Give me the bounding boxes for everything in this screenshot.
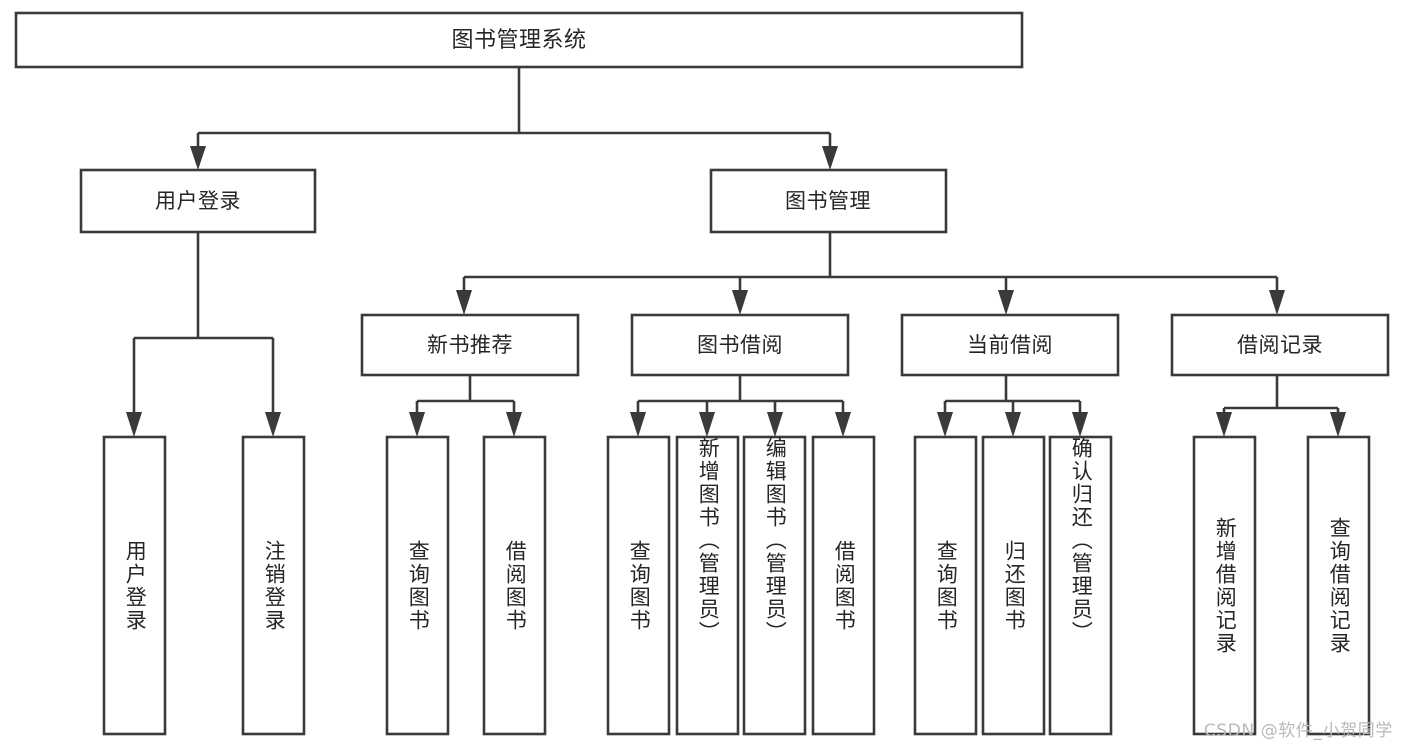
node-current-borrow-label: 当前借阅	[967, 333, 1053, 357]
node-root-box[interactable]	[14, 11, 1024, 69]
node-borrow-record-box[interactable]	[1170, 313, 1390, 377]
leaf-box-confirm-return-admin[interactable]	[1048, 435, 1113, 736]
leaf-box-query-book-newbook[interactable]	[385, 435, 450, 736]
connector-group-new-book	[409, 375, 522, 437]
arrow-head-icon	[998, 290, 1014, 315]
leaf-box-query-book-borrow[interactable]	[606, 435, 671, 736]
arrow-head-icon	[265, 412, 281, 437]
arrow-head-icon	[732, 290, 748, 315]
arrow-head-icon	[1005, 412, 1021, 437]
arrow-head-icon	[1330, 412, 1346, 437]
arrow-head-icon	[767, 412, 783, 437]
leaf-box-borrow-book-newbook[interactable]	[482, 435, 547, 736]
arrow-head-icon	[1072, 412, 1088, 437]
connector-group-user-login	[126, 232, 281, 437]
leaf-node-group	[102, 435, 1371, 736]
arrow-head-icon	[835, 412, 851, 437]
connector-group-borrow-record	[1216, 375, 1346, 437]
arrow-head-icon	[506, 412, 522, 437]
node-book-management-label: 图书管理	[785, 189, 871, 213]
arrow-head-icon	[1216, 412, 1232, 437]
node-book-management[interactable]: 图书管理	[709, 168, 948, 234]
leaf-box-edit-book-admin[interactable]	[742, 435, 807, 736]
node-book-borrow-label: 图书借阅	[697, 333, 783, 357]
node-book-borrow[interactable]: 图书借阅	[630, 313, 850, 377]
leaf-box-logout[interactable]	[241, 435, 306, 736]
arrow-head-icon	[126, 412, 142, 437]
leaf-box-query-book-current[interactable]	[913, 435, 978, 736]
arrow-head-icon	[699, 412, 715, 437]
node-user-login-box[interactable]	[79, 168, 317, 234]
node-new-book-recommend-box[interactable]	[360, 313, 580, 377]
arrow-head-icon	[190, 146, 206, 170]
arrow-head-icon	[456, 290, 472, 315]
leaf-box-user-login[interactable]	[102, 435, 167, 736]
node-book-management-box[interactable]	[709, 168, 948, 234]
arrow-head-icon	[822, 146, 838, 170]
node-root-label: 图书管理系统	[451, 28, 586, 53]
node-borrow-record[interactable]: 借阅记录	[1170, 313, 1390, 377]
node-current-borrow-box[interactable]	[900, 313, 1120, 377]
leaf-box-add-borrow-record[interactable]	[1192, 435, 1257, 736]
node-current-borrow[interactable]: 当前借阅	[900, 313, 1120, 377]
watermark-text: CSDN @软件_小贺同学	[1203, 721, 1393, 741]
connector-group-book-mgmt	[456, 232, 1285, 315]
arrow-head-icon	[1269, 290, 1285, 315]
leaf-box-add-book-admin[interactable]	[675, 435, 740, 736]
arrow-head-icon	[409, 412, 425, 437]
connector-group-root	[190, 67, 838, 170]
leaf-box-return-book[interactable]	[981, 435, 1046, 736]
connector-group-book-borrow	[630, 375, 851, 437]
node-user-login[interactable]: 用户登录	[79, 168, 317, 234]
arrow-head-icon	[937, 412, 953, 437]
leaf-box-query-borrow-record[interactable]	[1306, 435, 1371, 736]
node-book-borrow-box[interactable]	[630, 313, 850, 377]
node-root[interactable]: 图书管理系统	[14, 11, 1024, 69]
leaf-box-borrow-book[interactable]	[811, 435, 876, 736]
connector-group-current-borrow	[937, 375, 1088, 437]
node-borrow-record-label: 借阅记录	[1237, 333, 1323, 357]
node-new-book-recommend[interactable]: 新书推荐	[360, 313, 580, 377]
node-new-book-recommend-label: 新书推荐	[427, 333, 513, 357]
node-user-login-label: 用户登录	[155, 189, 241, 213]
arrow-head-icon	[630, 412, 646, 437]
